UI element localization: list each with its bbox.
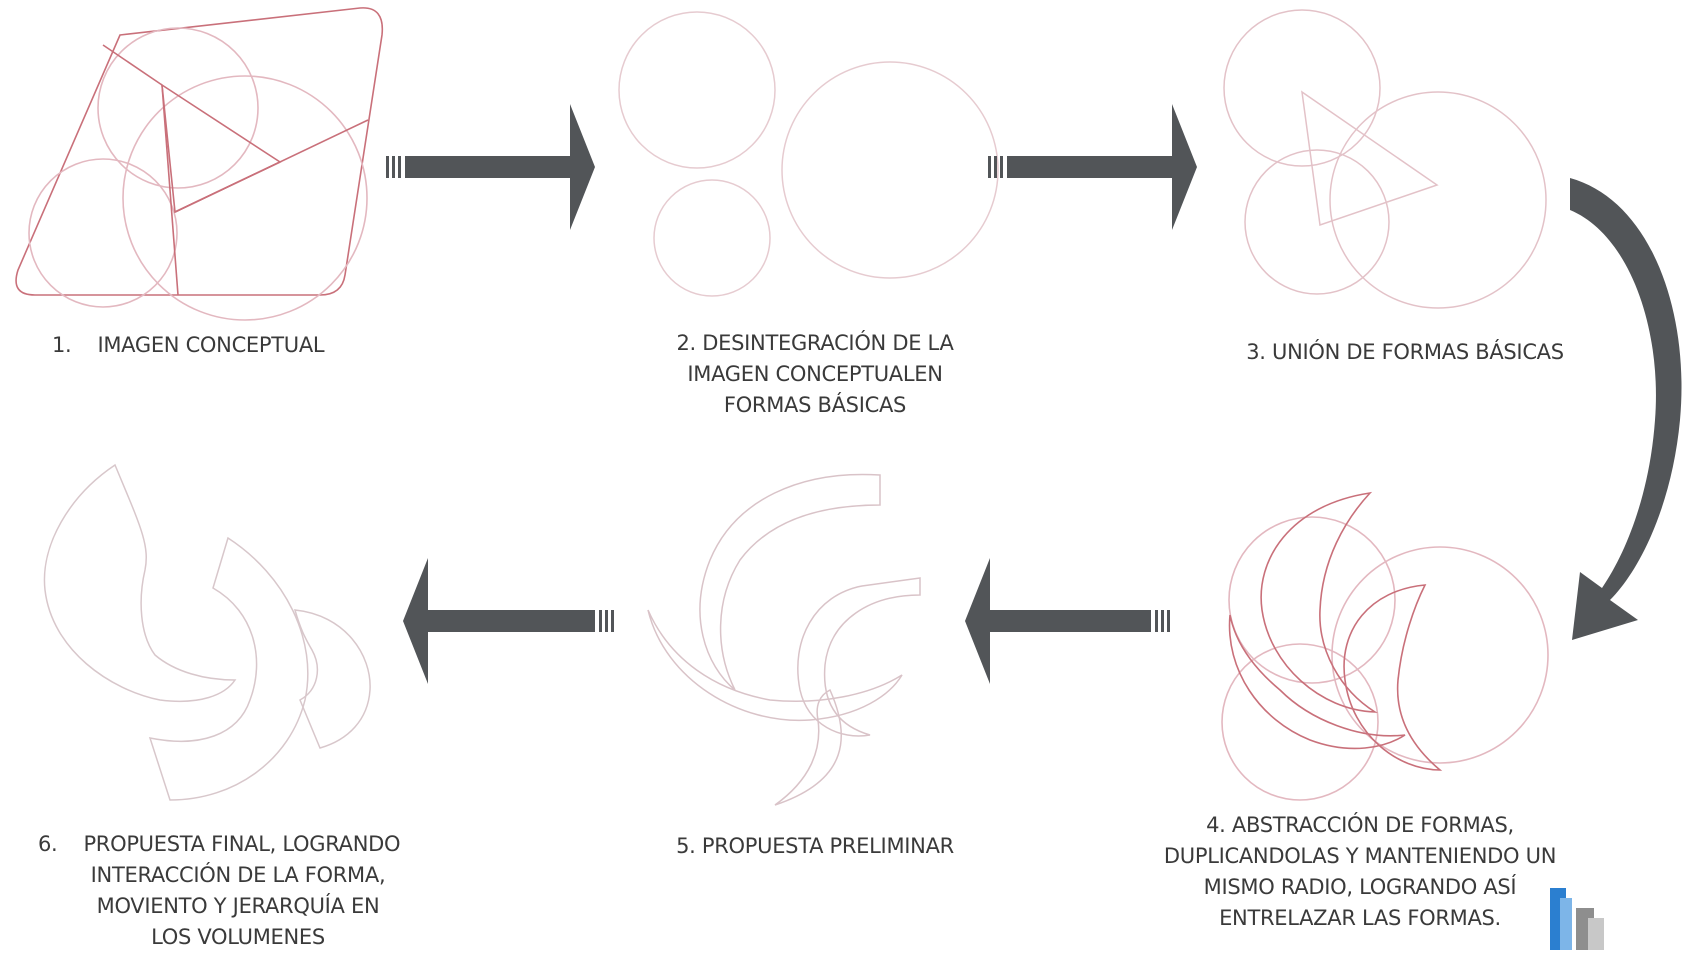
arrow-tick	[994, 156, 997, 178]
line-b	[161, 84, 179, 296]
step-6-line-4: LOS VOLUMENES	[151, 925, 325, 949]
logo-bar-lightgrey	[1588, 918, 1604, 950]
step-6-line-3: MOVIENTO Y JERARQUÍA EN	[96, 894, 380, 918]
step-3-line-1: 3. UNIÓN DE FORMAS BÁSICAS	[1246, 340, 1564, 364]
arrow-tick	[398, 156, 401, 178]
arrow-tick	[1000, 156, 1003, 178]
brand-logo	[1550, 888, 1604, 950]
arc-shape-lower	[647, 609, 903, 722]
circle-right	[1329, 91, 1547, 309]
circle-right	[1331, 546, 1549, 764]
step-6-line-2: INTERACCIÓN DE LA FORMA,	[90, 863, 386, 887]
circle-bottom-left	[28, 158, 178, 308]
step-4-line-1: 4. ABSTRACCIÓN DE FORMAS,	[1206, 813, 1514, 837]
arrow-left-2	[403, 558, 614, 684]
step-5-preliminary	[647, 473, 921, 806]
arc-shape-top	[699, 473, 881, 691]
step-6-final	[43, 463, 371, 801]
triangle-shape	[161, 83, 282, 214]
arrow-tick	[386, 156, 389, 178]
arc-shape-tail	[774, 688, 843, 806]
circle-top-left	[1228, 516, 1396, 684]
crescent-lower	[1228, 614, 1406, 750]
step-4-label: 4. ABSTRACCIÓN DE FORMAS, DUPLICANDOLAS …	[1150, 810, 1570, 934]
arrow-tick	[988, 156, 991, 178]
step-4-line-2: DUPLICANDOLAS Y MANTENIENDO UN	[1163, 844, 1557, 868]
step-2-line-1: 2. DESINTEGRACIÓN DE LA	[676, 331, 954, 355]
line-d	[174, 119, 369, 213]
triangle-shape	[1301, 90, 1439, 227]
step-3-union	[1223, 9, 1547, 309]
circle-large	[781, 61, 999, 279]
volume-arc-small	[293, 609, 371, 749]
arc-shape-middle	[797, 577, 921, 737]
circle-left	[1244, 149, 1390, 295]
step-1-title: IMAGEN CONCEPTUAL	[97, 333, 325, 357]
arrow-tick	[605, 610, 608, 632]
step-4-line-3: MISMO RADIO, LOGRANDO ASÍ	[1203, 875, 1517, 899]
step-4-abstraction	[1221, 491, 1549, 801]
step-6-number: 6.	[38, 832, 58, 856]
logo-bar-lightblue	[1560, 898, 1572, 950]
circle-bottom-left	[1221, 643, 1379, 801]
crescent-upper	[1260, 491, 1378, 713]
arrow-right-2	[988, 104, 1197, 230]
arrow-right-2-icon	[1007, 104, 1197, 230]
line-a	[102, 44, 163, 86]
circle-small-top	[618, 11, 776, 169]
arrow-tick	[1161, 610, 1164, 632]
arrow-tick	[599, 610, 602, 632]
circle-small-bottom	[653, 179, 771, 297]
volume-arc-middle	[148, 536, 309, 801]
step-1-label: 1. IMAGEN CONCEPTUAL	[52, 330, 325, 361]
step-3-label: 3. UNIÓN DE FORMAS BÁSICAS	[1235, 337, 1575, 368]
rounded-frame-shape	[15, 7, 384, 296]
arrow-right-1-icon	[405, 104, 595, 230]
volume-crescent-top	[43, 463, 237, 703]
step-2-line-2: IMAGEN CONCEPTUALEN	[687, 362, 943, 386]
step-5-line-1: 5. PROPUESTA PRELIMINAR	[676, 834, 954, 858]
step-6-label: 6. PROPUESTA FINAL, LOGRANDO INTERACCIÓN …	[38, 829, 428, 953]
arrow-tick	[392, 156, 395, 178]
step-2-line-3: FORMAS BÁSICAS	[723, 393, 907, 417]
step-2-label: 2. DESINTEGRACIÓN DE LA IMAGEN CONCEPTUA…	[655, 328, 975, 421]
step-4-line-4: ENTRELAZAR LAS FORMAS.	[1219, 906, 1501, 930]
arrow-curved-down	[1570, 178, 1682, 640]
arrow-tick	[1167, 610, 1170, 632]
circle-top	[1223, 9, 1381, 167]
step-6-line-1: 6. PROPUESTA FINAL, LOGRANDO	[38, 829, 428, 860]
curved-arrow-icon	[1570, 178, 1682, 640]
arrow-tick	[1155, 610, 1158, 632]
circle-large	[122, 75, 368, 321]
arrow-left-1	[965, 558, 1170, 684]
arrow-left-2-icon	[403, 558, 595, 684]
crescent-middle	[1343, 584, 1443, 771]
step-1-number: 1.	[52, 333, 72, 357]
arrow-right-1	[386, 104, 595, 230]
arrow-tick	[611, 610, 614, 632]
arrow-left-1-icon	[965, 558, 1151, 684]
step-1-conceptual-image	[15, 7, 384, 321]
step-6-line-1-text: PROPUESTA FINAL, LOGRANDO	[83, 832, 401, 856]
step-2-basic-shapes	[618, 11, 999, 297]
circle-top-left	[97, 27, 259, 189]
step-5-label: 5. PROPUESTA PRELIMINAR	[660, 831, 970, 862]
